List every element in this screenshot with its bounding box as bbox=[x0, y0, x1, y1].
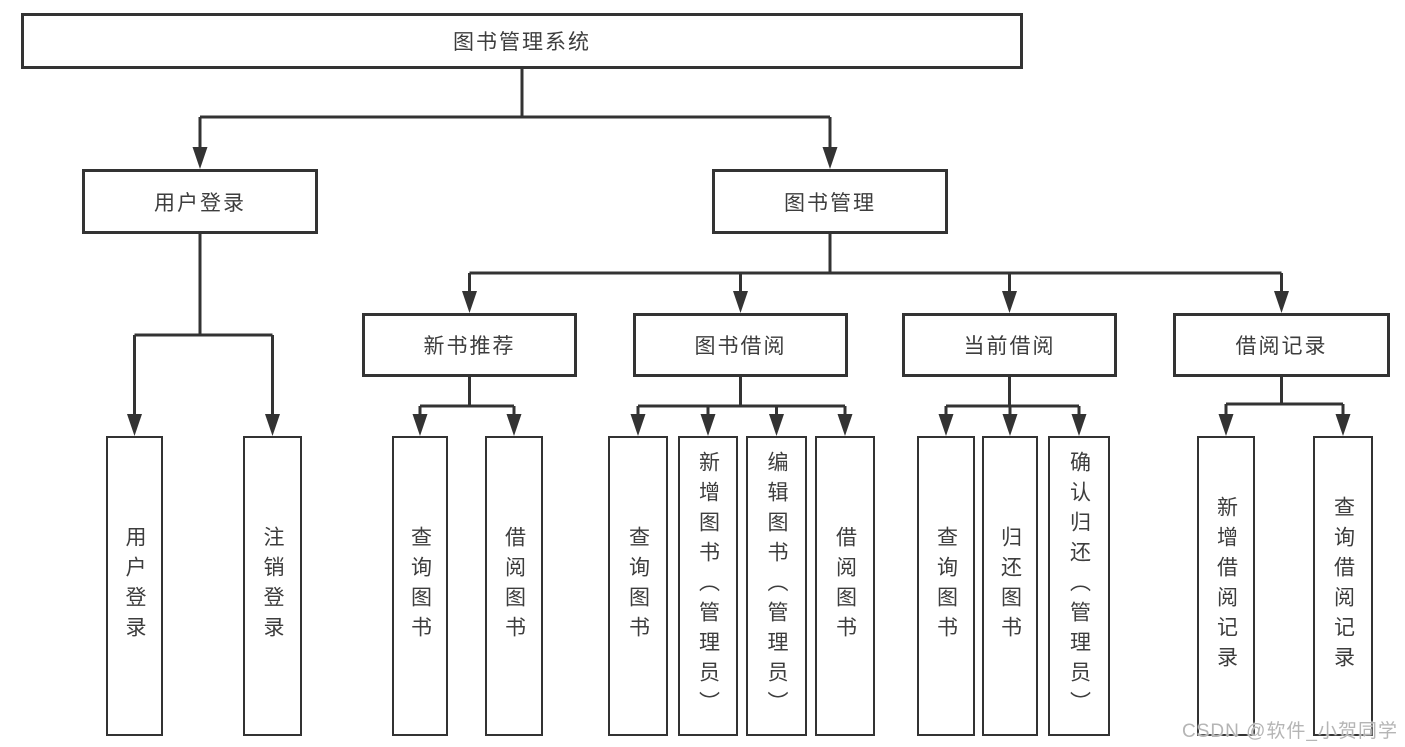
node-borrow-record: 借阅记录 bbox=[1173, 313, 1390, 377]
node-current-borrow: 当前借阅 bbox=[902, 313, 1117, 377]
node-label: 图书借阅 bbox=[694, 335, 787, 358]
node-label: 注销登录 bbox=[261, 526, 284, 646]
node-label: 查询图书 bbox=[626, 526, 650, 646]
connector-book-management-to-level3 bbox=[468, 234, 1283, 294]
node-user-login: 用户登录 bbox=[82, 169, 318, 234]
node-leaf-add-borrow-record: 新增借阅记录 bbox=[1197, 436, 1255, 736]
node-label: 用户登录 bbox=[123, 526, 146, 646]
node-label: 用户登录 bbox=[154, 191, 246, 215]
node-label: 查询借阅记录 bbox=[1331, 496, 1355, 676]
node-label: 借阅图书 bbox=[833, 526, 857, 646]
connector-book-borrow-to-children bbox=[636, 377, 847, 418]
node-leaf-query-books-current: 查询图书 bbox=[917, 436, 975, 736]
node-leaf-query-books-recommend: 查询图书 bbox=[392, 436, 448, 736]
node-label: 查询图书 bbox=[408, 526, 432, 646]
node-leaf-return-books: 归还图书 bbox=[982, 436, 1038, 736]
node-leaf-borrow-books: 借阅图书 bbox=[815, 436, 875, 736]
node-label: 新增借阅记录 bbox=[1214, 496, 1238, 676]
node-leaf-query-books-borrow: 查询图书 bbox=[608, 436, 668, 736]
node-leaf-logout: 注销登录 bbox=[243, 436, 302, 736]
node-label: 归还图书 bbox=[998, 526, 1022, 646]
node-label: 确认归还（管理员） bbox=[1067, 451, 1091, 721]
node-label: 查询图书 bbox=[934, 526, 958, 646]
node-book-management: 图书管理 bbox=[712, 169, 948, 234]
arrowheads-level2 bbox=[192, 147, 838, 169]
node-new-book-recommend: 新书推荐 bbox=[362, 313, 577, 377]
arrowheads-level4 bbox=[127, 414, 1351, 436]
connector-root-to-level2 bbox=[198, 69, 832, 150]
node-label: 新增图书（管理员） bbox=[696, 451, 720, 721]
node-leaf-add-books-admin: 新增图书（管理员） bbox=[678, 436, 738, 736]
node-leaf-query-borrow-record: 查询借阅记录 bbox=[1313, 436, 1373, 736]
node-label: 借阅记录 bbox=[1235, 335, 1328, 358]
node-label: 图书管理系统 bbox=[453, 31, 591, 54]
node-root-library-management-system: 图书管理系统 bbox=[21, 13, 1023, 69]
node-label: 图书管理 bbox=[784, 191, 876, 215]
connector-user-login-to-children bbox=[133, 234, 274, 418]
node-label: 编辑图书（管理员） bbox=[765, 451, 788, 721]
node-label: 当前借阅 bbox=[963, 335, 1056, 358]
node-leaf-user-login: 用户登录 bbox=[106, 436, 163, 736]
arrowheads-level3 bbox=[462, 291, 1289, 313]
node-leaf-borrow-books-recommend: 借阅图书 bbox=[485, 436, 543, 736]
node-book-borrow: 图书借阅 bbox=[633, 313, 848, 377]
csdn-watermark: CSDN @软件_小贺同学 bbox=[1182, 721, 1398, 742]
node-label: 借阅图书 bbox=[502, 526, 526, 646]
node-leaf-confirm-return-admin: 确认归还（管理员） bbox=[1048, 436, 1110, 736]
node-label: 新书推荐 bbox=[423, 335, 516, 358]
connector-borrow-record-to-children bbox=[1224, 377, 1345, 418]
node-leaf-edit-books-admin: 编辑图书（管理员） bbox=[746, 436, 807, 736]
connector-new-book-recommend-to-children bbox=[418, 377, 516, 418]
connector-current-borrow-to-children bbox=[944, 377, 1081, 418]
